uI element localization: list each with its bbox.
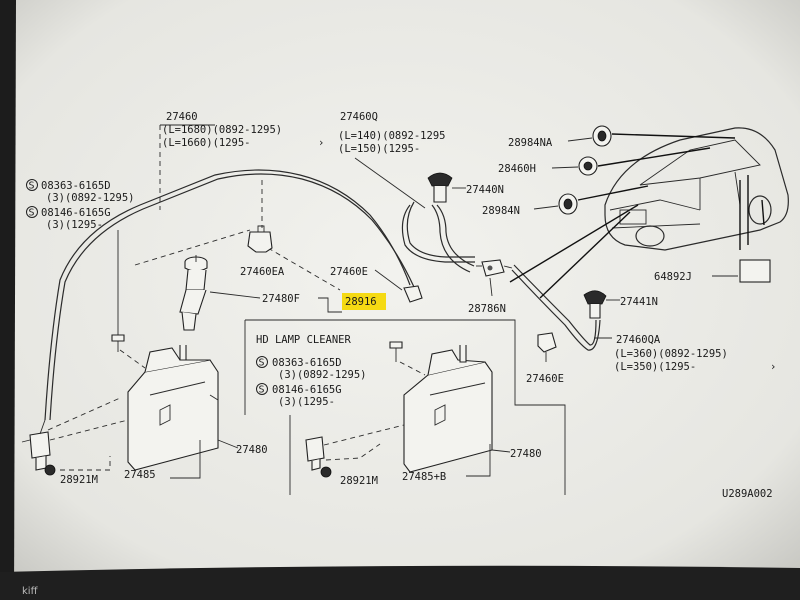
hd-lamp-cleaner-frame bbox=[244, 319, 566, 495]
label-27460E-top: 27460E bbox=[330, 266, 368, 278]
label-08146-hd: 08146-6165G bbox=[272, 384, 342, 396]
label-08363-6165D: 08363-6165D bbox=[41, 180, 111, 192]
label-27441N: 27441N bbox=[620, 296, 658, 308]
bolt-08146-left-icon: S bbox=[26, 206, 38, 219]
svg-text:S: S bbox=[29, 208, 35, 219]
label-27460-len1: (L=1680)(0892-1295) bbox=[162, 124, 282, 136]
label-27485-left: 27485 bbox=[124, 469, 156, 481]
label-28921M-left: 28921M bbox=[60, 474, 98, 486]
label-27480-hd: 27480 bbox=[510, 448, 542, 460]
screw-08363-left-icon: S bbox=[26, 179, 38, 192]
label-08146-6165G: 08146-6165G bbox=[41, 207, 111, 219]
bolt-08146-hd-icon: S bbox=[256, 383, 268, 396]
bolt-left-icon bbox=[111, 334, 125, 352]
svg-text:S: S bbox=[259, 358, 265, 369]
label-plate-64892J-icon bbox=[739, 259, 771, 283]
screw-08363-hd-icon: S bbox=[256, 356, 268, 369]
highlight-marker bbox=[342, 293, 386, 310]
nozzle-27440N-icon bbox=[427, 172, 453, 203]
pump-28921M-left-icon bbox=[21, 431, 51, 471]
washer-tank-27480-hd-icon bbox=[403, 345, 493, 473]
grommet-28460H-icon bbox=[578, 156, 598, 176]
pump-28921M-hd-icon bbox=[305, 436, 325, 471]
label-27460: 27460 bbox=[166, 111, 198, 123]
figure-code: U289A002 bbox=[722, 488, 773, 500]
car-illustration-icon bbox=[604, 127, 789, 251]
grommet-28984NA-icon bbox=[592, 125, 612, 147]
svg-text:S: S bbox=[259, 385, 265, 396]
hd-lamp-cleaner-title: HD LAMP CLEANER bbox=[256, 334, 352, 346]
monitor-bezel-bottom bbox=[0, 565, 800, 600]
grommet-hd-icon bbox=[320, 466, 332, 478]
label-08146-note: (3)(1295- bbox=[46, 219, 103, 231]
monitor-bezel-left bbox=[0, 0, 16, 600]
label-27460QA-len1: (L=360)(0892-1295) bbox=[614, 348, 728, 360]
label-28984N: 28984N bbox=[482, 205, 520, 217]
label-08363-hd-note: (3)(0892-1295) bbox=[278, 369, 367, 381]
corner-text: kiff bbox=[22, 586, 39, 597]
label-27460Q: 27460Q bbox=[340, 111, 378, 123]
washer-tank-27480-left-icon bbox=[127, 345, 219, 471]
label-28984NA: 28984NA bbox=[508, 137, 553, 149]
nozzle-27441N-icon bbox=[583, 290, 607, 319]
label-27460Q-len2: (L=150)(1295- bbox=[338, 143, 420, 155]
label-27485B-hd: 27485+B bbox=[402, 471, 446, 483]
clip-27460E-bottom-icon bbox=[537, 332, 557, 362]
grommet-28984N-icon bbox=[558, 193, 578, 215]
label-28921M-hd: 28921M bbox=[340, 475, 378, 487]
label-28786N: 28786N bbox=[468, 303, 506, 315]
label-64892J: 64892J bbox=[654, 271, 692, 283]
label-27460QA-len2: (L=350)(1295- bbox=[614, 361, 696, 373]
label-08363-note: (3)(0892-1295) bbox=[46, 192, 135, 204]
grommet-left-icon bbox=[44, 464, 56, 476]
svg-text:›: › bbox=[318, 137, 324, 149]
label-27480-left: 27480 bbox=[236, 444, 268, 456]
label-27480F: 27480F bbox=[262, 293, 300, 305]
svg-text:S: S bbox=[29, 181, 35, 192]
label-27440N: 27440N bbox=[466, 184, 504, 196]
label-08363-hd: 08363-6165D bbox=[272, 357, 342, 369]
label-27460Q-len1: (L=140)(0892-1295 bbox=[338, 130, 445, 142]
label-28916-highlight: 28916 bbox=[345, 296, 377, 308]
label-27460EA: 27460EA bbox=[240, 266, 285, 278]
clip-27460E-top-icon bbox=[403, 285, 423, 303]
label-27460E-bottom: 27460E bbox=[526, 373, 564, 385]
check-valve-28786N-icon bbox=[476, 259, 513, 277]
label-27460QA: 27460QA bbox=[616, 334, 661, 346]
filler-cap-27480F-icon bbox=[179, 255, 208, 331]
label-08146-hd-note: (3)(1295- bbox=[278, 396, 335, 408]
svg-text:›: › bbox=[770, 361, 776, 373]
label-27460-len2: (L=1660)(1295- bbox=[162, 137, 251, 149]
bolt-hd-icon bbox=[389, 341, 403, 362]
clip-27460EA-icon bbox=[247, 225, 273, 253]
label-28460H: 28460H bbox=[498, 163, 536, 175]
